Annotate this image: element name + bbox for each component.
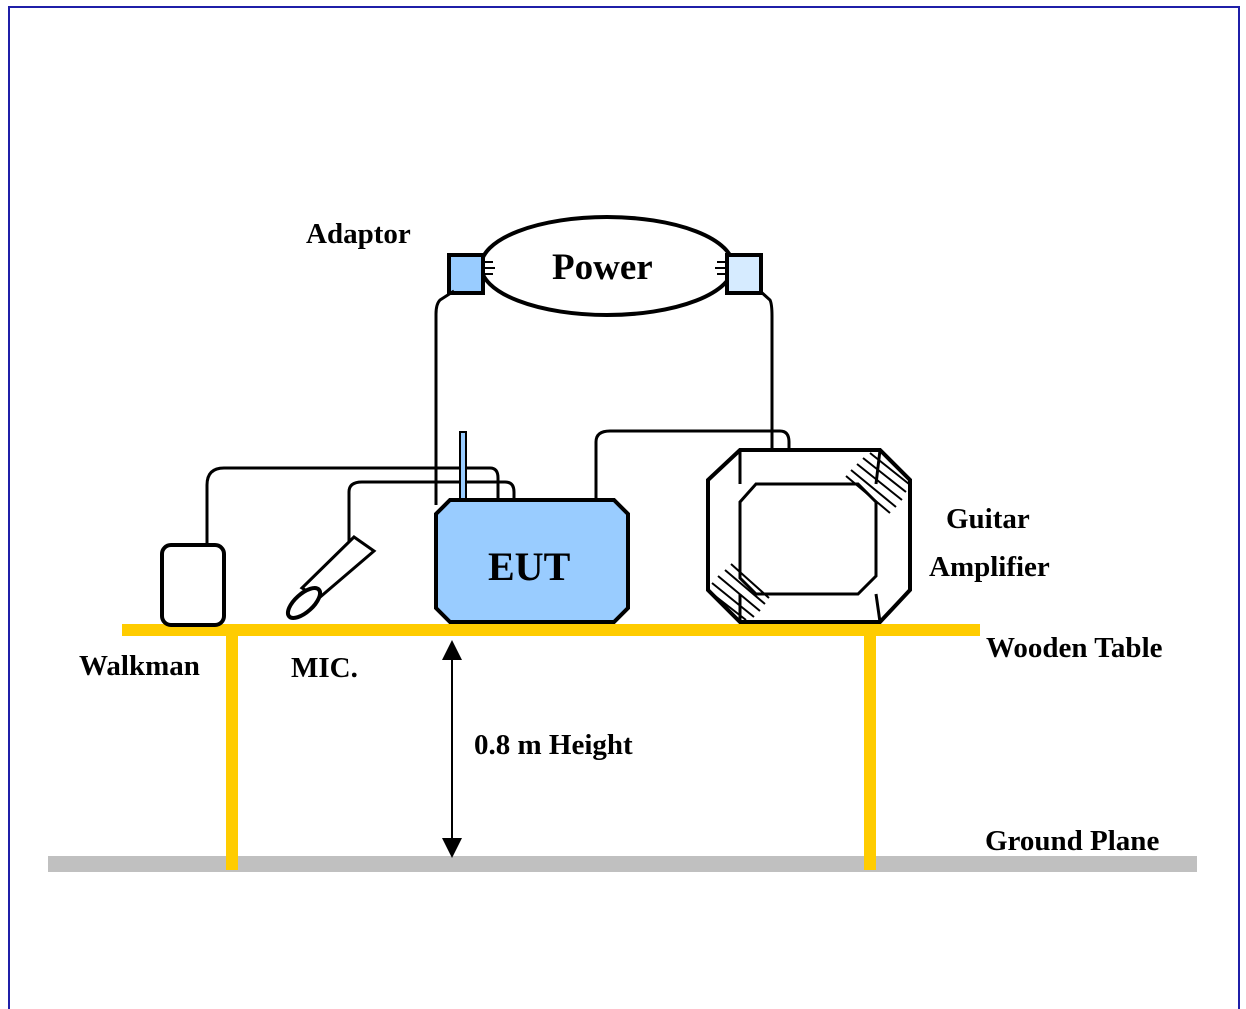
guitar-amplifier [706,448,912,624]
eut-label: EUT [488,544,571,589]
wooden-table-label: Wooden Table [986,632,1163,664]
amplifier-label: Amplifier [929,551,1050,583]
cables [205,289,791,547]
adaptor-left [447,253,495,295]
walkman-label: Walkman [79,650,200,682]
guitar-label: Guitar [946,503,1030,535]
power-label: Power [552,247,653,288]
adaptor-label: Adaptor [306,218,411,250]
walkman-device [160,543,226,627]
height-label: 0.8 m Height [474,729,633,761]
adaptor-right [715,253,763,295]
eut-box [434,498,630,624]
wooden-table [122,624,980,870]
ground-plane [48,856,1197,872]
height-arrow [442,640,462,858]
table-leg-left [226,630,238,870]
mic-label: MIC. [291,652,358,684]
table-top [122,624,980,636]
diagram-frame [8,6,1240,1009]
microphone-icon [285,535,377,620]
table-leg-right [864,630,876,870]
ground-plane-label: Ground Plane [985,825,1159,857]
